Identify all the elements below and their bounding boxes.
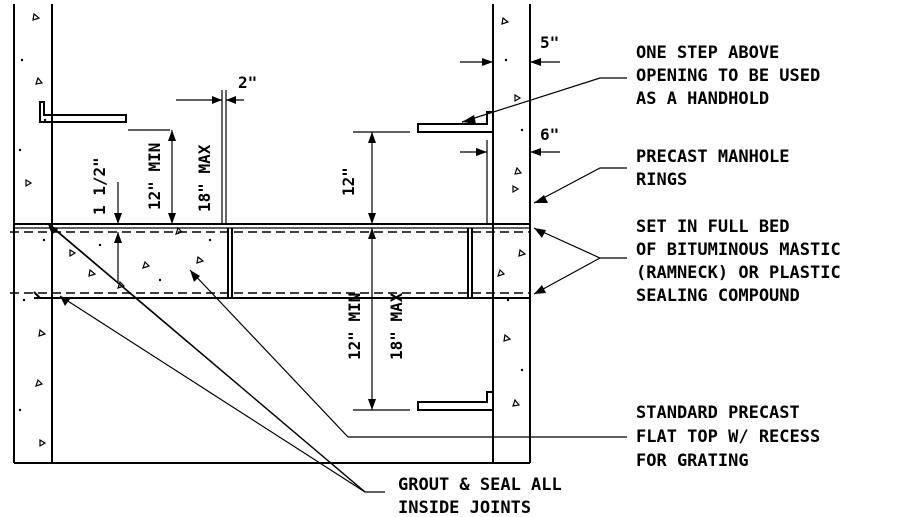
note-flat-top-line-3: FOR GRATING — [636, 451, 749, 471]
leader-mastic — [533, 227, 627, 295]
note-flat-top: STANDARD PRECAST FLAT TOP W/ RECESS FOR … — [636, 403, 820, 471]
note-handhold: ONE STEP ABOVE OPENING TO BE USED AS A H… — [636, 43, 820, 109]
note-grout-line-2: INSIDE JOINTS — [398, 498, 531, 517]
note-flat-top-line-1: STANDARD PRECAST — [636, 403, 800, 423]
dim-label-5in: 5" — [540, 33, 559, 52]
note-handhold-line-2: OPENING TO BE USED — [636, 66, 820, 86]
left-wall — [13, 4, 53, 463]
right-wall — [492, 4, 531, 463]
dim-min-max-lower — [353, 228, 410, 411]
dim-1-half — [114, 182, 122, 282]
dim-label-18max-lower: 18" MAX — [387, 292, 406, 360]
note-grout-line-1: GROUT & SEAL ALL — [398, 475, 562, 495]
dim-5in — [460, 58, 560, 66]
left-step — [39, 101, 127, 123]
leader-handhold — [461, 77, 627, 124]
flat-top-recess — [227, 228, 473, 298]
leader-rings — [533, 167, 627, 204]
dim-label-1-half: 1 1/2" — [90, 157, 109, 215]
leader-flat-top — [189, 269, 627, 438]
note-rings-line-2: RINGS — [636, 170, 687, 190]
dim-min-max-upper — [128, 129, 176, 224]
note-flat-top-line-2: FLAT TOP W/ RECESS — [636, 427, 820, 447]
right-step-upper — [417, 111, 494, 133]
dim-label-12min-upper: 12" MIN — [145, 143, 164, 210]
note-mastic-line-3: (RAMNECK) OR PLASTIC — [636, 263, 841, 283]
dim-2in — [176, 90, 244, 224]
note-grout: GROUT & SEAL ALL INSIDE JOINTS — [398, 475, 562, 517]
leader-grout — [47, 223, 385, 493]
dim-label-12min-lower: 12" MIN — [345, 293, 364, 360]
right-step-lower — [417, 391, 494, 411]
note-mastic: SET IN FULL BED OF BITUMINOUS MASTIC (RA… — [636, 217, 841, 306]
note-rings: PRECAST MANHOLE RINGS — [636, 147, 790, 190]
dim-label-2in: 2" — [238, 73, 257, 92]
note-rings-line-1: PRECAST MANHOLE — [636, 147, 790, 167]
note-handhold-line-3: AS A HANDHOLD — [636, 89, 769, 109]
dim-label-12in-upper: 12" — [339, 167, 358, 196]
lower-ring-joint — [10, 291, 530, 299]
dim-label-6in: 6" — [540, 125, 559, 144]
dim-6in — [460, 140, 560, 224]
note-mastic-line-2: OF BITUMINOUS MASTIC — [636, 240, 841, 260]
note-mastic-line-1: SET IN FULL BED — [636, 217, 790, 237]
concrete-texture — [18, 12, 527, 448]
upper-ring-joint — [10, 223, 530, 233]
note-mastic-line-4: SEALING COMPOUND — [636, 286, 800, 306]
dim-12in-upper — [353, 131, 410, 224]
note-handhold-line-1: ONE STEP ABOVE — [636, 43, 779, 63]
dim-label-18max-upper: 18" MAX — [195, 144, 214, 212]
